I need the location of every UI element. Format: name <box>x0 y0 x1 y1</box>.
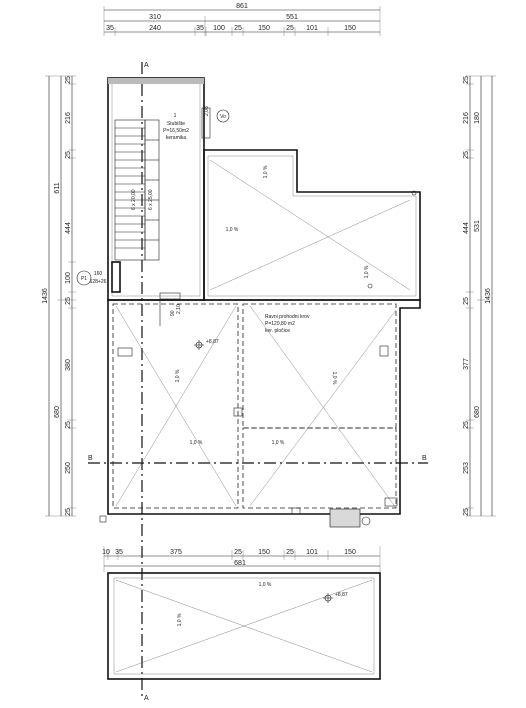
small-dim-b: 90 <box>170 310 176 316</box>
left-dim-2-2: 25 <box>65 151 72 159</box>
section-cut-a: A A <box>141 62 149 702</box>
left-dim-2-1: 216 <box>65 112 72 124</box>
right-dim-2-7: 253 <box>463 462 470 474</box>
top-dim-2-5: 150 <box>258 25 270 32</box>
left-total-dim: 1436 <box>42 288 49 304</box>
right-dim-2-4: 25 <box>463 297 470 305</box>
right-dim-2-2: 25 <box>463 151 470 159</box>
bottom-dim-4: 150 <box>258 549 270 556</box>
bottom-dim-5: 25 <box>286 549 294 556</box>
top-dim-2-7: 101 <box>306 25 318 32</box>
right-dim-1-0: 531 <box>474 220 481 232</box>
right-total-dim: 1436 <box>485 288 492 304</box>
right-dim-2-8: 25 <box>463 508 470 516</box>
pillar-marker <box>76 270 92 286</box>
top-dim-2-6: 25 <box>286 25 294 32</box>
right-dim-3-0: 180 <box>474 112 481 124</box>
stair-room-number: 1 <box>174 113 177 119</box>
bottom-dim-1: 35 <box>115 549 123 556</box>
top-dim-2-4: 25 <box>234 25 242 32</box>
roof-main-section: Ravni prohodni krov P=129,80 m2 ker. plo… <box>99 299 421 528</box>
bottom-dim-7: 150 <box>344 549 356 556</box>
slope-label-3: 1,0 % <box>364 265 370 278</box>
slope-label-9: 1,0 % <box>177 613 183 626</box>
section-a-label-top: A <box>144 62 149 69</box>
slope-label-6: 1,0 % <box>190 440 203 446</box>
bottom-dim-2: 375 <box>170 549 182 556</box>
stair-steps-b: 6 x 25,00 <box>148 189 154 210</box>
section-b-label-left: B <box>88 455 93 462</box>
stairwell: 6 x 20,00 6 x 25,00 1 Stubište P=16,50m2… <box>76 77 230 326</box>
slope-label-8: 1,0 % <box>259 582 272 588</box>
right-dimension-chain: 25 216 25 444 25 377 25 253 25 180 531 6… <box>463 75 496 517</box>
top-total-dim: 861 <box>236 3 248 10</box>
roof-area: P=129,80 m2 <box>265 321 295 327</box>
left-dim-2-9: 25 <box>65 508 72 516</box>
bottom-dim-0: 10 <box>102 549 110 556</box>
stair-steps-a: 6 x 20,00 <box>131 189 137 210</box>
pillar-tag: P1 <box>81 276 87 282</box>
top-dim-2-3: 100 <box>213 25 225 32</box>
left-dim-2-8: 250 <box>65 462 72 474</box>
bottom-dimension-chain: 10 35 375 25 150 25 101 150 681 <box>102 546 381 572</box>
left-dim-2-0: 25 <box>65 76 72 84</box>
top-dim-2-0: 35 <box>106 25 114 32</box>
slope-label-1: 1,0 % <box>226 227 239 233</box>
roof-finish: ker. pločice <box>265 328 290 334</box>
bottom-total-dim: 681 <box>234 560 246 567</box>
slope-label-4: 1,0 % <box>175 369 181 382</box>
section-b-label-right: B <box>422 455 427 462</box>
right-dim-1-1: 680 <box>474 406 481 418</box>
ventilation-symbol <box>216 109 230 123</box>
top-dim-2-8: 150 <box>344 25 356 32</box>
left-dim-2-3: 444 <box>65 222 72 234</box>
stair-room-area: P=16,50m2 <box>163 128 189 134</box>
right-dim-2-5: 377 <box>463 358 470 370</box>
slope-label-7: 1,0 % <box>272 440 285 446</box>
stair-room-name: Stubište <box>167 121 185 127</box>
top-dim-1-1: 551 <box>286 14 298 21</box>
pillar-size-b: 128+26 <box>90 279 107 285</box>
top-dim-2-2: 35 <box>196 25 204 32</box>
roof-upper-section: 1,0 % 1,0 % 1,0 % <box>203 149 421 301</box>
left-dim-1-0: 611 <box>54 182 61 193</box>
roof-lower-terrace: +8,87 1,0 % 1,0 % <box>107 572 381 680</box>
elevation-label-2: +8,87 <box>335 592 348 598</box>
elevation-label-1: +8,87 <box>206 339 219 345</box>
slope-label-5: 1,0 % <box>331 372 337 385</box>
slope-label-2: 1,0 % <box>263 165 269 178</box>
small-dim-c: 2,10 <box>176 304 182 314</box>
left-dim-2-7: 25 <box>65 421 72 429</box>
top-dim-2-1: 240 <box>149 25 161 32</box>
top-dim-1-0: 310 <box>149 14 161 21</box>
left-dim-2-6: 380 <box>65 359 72 371</box>
ventilation-tag: Vo <box>220 114 226 120</box>
left-dim-1-1: 680 <box>54 406 61 418</box>
section-cut-b: B B <box>88 455 428 464</box>
top-dimension-chain: 861 310 551 35 240 35 100 25 150 25 101 … <box>103 3 381 36</box>
small-dim-a: 2,08 <box>204 106 210 116</box>
left-dimension-chain: 1436 611 680 25 216 25 444 100 25 380 25… <box>42 75 76 517</box>
right-dim-2-0: 25 <box>463 76 470 84</box>
bottom-dim-6: 101 <box>306 549 318 556</box>
stair-room-finish: keramika <box>166 135 187 141</box>
bottom-dim-3: 25 <box>234 549 242 556</box>
left-dim-2-5: 25 <box>65 297 72 305</box>
right-dim-2-3: 444 <box>463 222 470 234</box>
right-dim-2-1: 216 <box>463 112 470 124</box>
roof-name: Ravni prohodni krov <box>265 314 310 320</box>
left-dim-2-4: 100 <box>65 272 72 284</box>
right-dim-2-6: 25 <box>463 421 470 429</box>
pillar-size-a: 160 <box>94 271 103 277</box>
section-a-label-bottom: A <box>144 695 149 702</box>
